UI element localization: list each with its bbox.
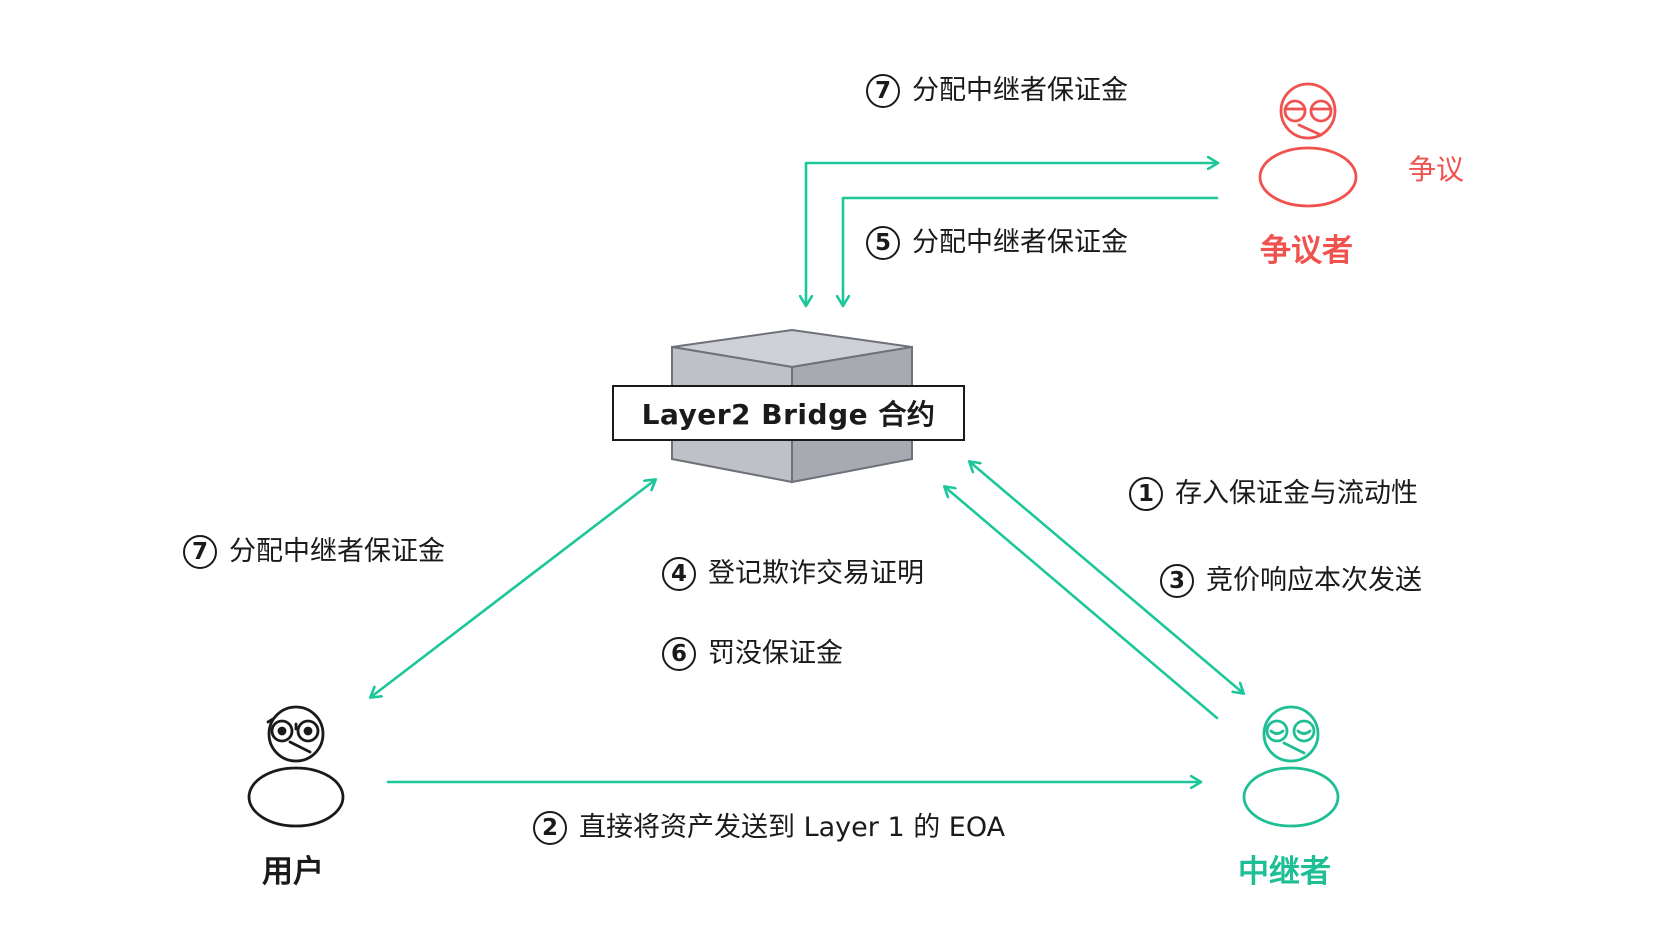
step-number-badge: 3 bbox=[1160, 564, 1194, 598]
relayer-avatar-icon bbox=[1242, 705, 1340, 828]
step-1-label: 1 存入保证金与流动性 bbox=[1129, 477, 1418, 511]
arrow-disputer-to-bridge bbox=[843, 196, 1219, 305]
step-7-top-label: 7 分配中继者保证金 bbox=[866, 74, 1128, 108]
step-number-badge: 2 bbox=[533, 811, 567, 845]
step-text: 罚没保证金 bbox=[708, 638, 843, 669]
step-text: 直接将资产发送到 Layer 1 的 EOA bbox=[579, 812, 1006, 843]
user-avatar-icon bbox=[247, 705, 345, 828]
arrow-relayer-to-bridge-3 bbox=[945, 487, 1219, 720]
step-6-label: 6 罚没保证金 bbox=[662, 637, 843, 671]
step-7-left-label: 7 分配中继者保证金 bbox=[183, 535, 445, 569]
step-4-label: 4 登记欺诈交易证明 bbox=[662, 557, 924, 591]
step-text: 存入保证金与流动性 bbox=[1175, 478, 1418, 509]
step-text: 竞价响应本次发送 bbox=[1206, 565, 1422, 596]
step-number-badge: 7 bbox=[866, 74, 900, 108]
disputer-avatar-icon bbox=[1258, 82, 1358, 208]
step-5-label: 5 分配中继者保证金 bbox=[866, 226, 1128, 260]
arrow-user-bridge bbox=[371, 480, 655, 697]
arrows bbox=[371, 163, 1243, 782]
disputer-name: 争议者 bbox=[1260, 233, 1353, 269]
step-number-badge: 5 bbox=[866, 226, 900, 260]
user-name: 用户 bbox=[262, 854, 324, 890]
step-number-badge: 7 bbox=[183, 535, 217, 569]
arrow-bridge-to-disputer bbox=[806, 163, 1217, 305]
step-number-badge: 1 bbox=[1129, 477, 1163, 511]
step-text: 分配中继者保证金 bbox=[912, 227, 1128, 258]
step-number-badge: 6 bbox=[662, 637, 696, 671]
arrow-bridge-relayer-1 bbox=[970, 462, 1243, 693]
relayer-name: 中继者 bbox=[1238, 854, 1331, 890]
step-text: 分配中继者保证金 bbox=[229, 536, 445, 567]
step-number-badge: 4 bbox=[662, 557, 696, 591]
step-3-label: 3 竞价响应本次发送 bbox=[1160, 564, 1422, 598]
bridge-contract-label: Layer2 Bridge 合约 bbox=[612, 385, 965, 441]
step-text: 分配中继者保证金 bbox=[912, 75, 1128, 106]
dispute-tag: 争议 bbox=[1408, 153, 1465, 186]
step-2-label: 2 直接将资产发送到 Layer 1 的 EOA bbox=[533, 811, 1005, 845]
step-text: 登记欺诈交易证明 bbox=[708, 558, 924, 589]
